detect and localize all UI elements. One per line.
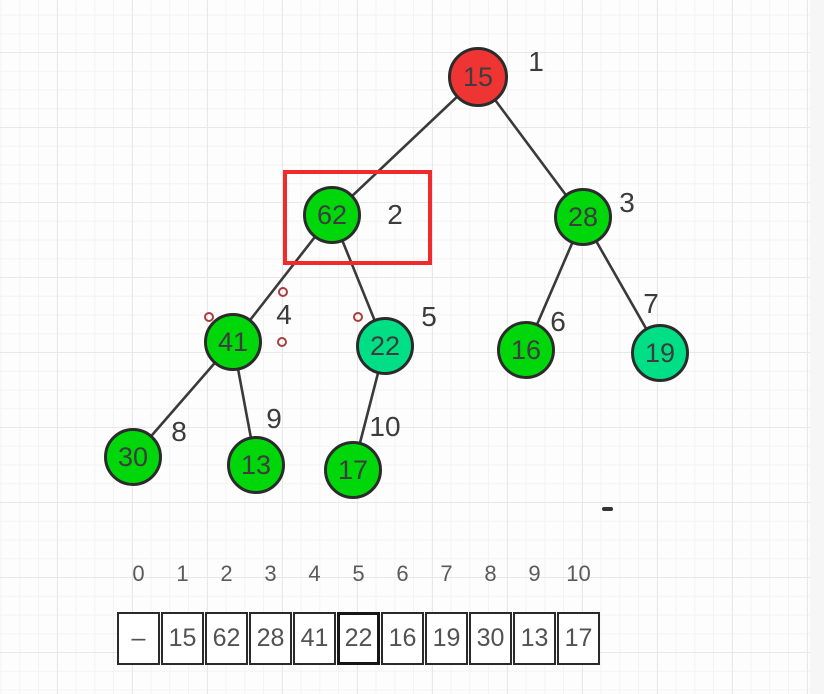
array-cell-2[interactable]: 62 xyxy=(205,612,248,665)
array-index-3: 3 xyxy=(264,561,277,586)
node-index-label-1: 1 xyxy=(528,46,544,77)
selection-handle-top[interactable] xyxy=(278,287,288,297)
tree-node-30[interactable]: 30 xyxy=(104,428,162,486)
tree-node-19[interactable]: 19 xyxy=(631,324,689,382)
tree-node-62[interactable]: 62 xyxy=(303,186,361,244)
tree-node-15[interactable]: 15 xyxy=(448,47,508,107)
array-index-0: 0 xyxy=(132,561,145,586)
array-index-2: 2 xyxy=(220,561,233,586)
array-index-7: 7 xyxy=(440,561,453,586)
array-cell-9[interactable]: 13 xyxy=(513,612,556,665)
array-index-9: 9 xyxy=(528,561,541,586)
selection-handle-right[interactable] xyxy=(353,312,363,322)
array-cell-0[interactable]: – xyxy=(117,612,160,665)
node-index-label-8: 8 xyxy=(171,416,187,447)
node-index-label-6: 6 xyxy=(550,306,566,337)
array-index-row: 0 1 2 3 4 5 6 7 8 9 10 xyxy=(117,561,600,587)
node-index-label-7: 7 xyxy=(643,288,659,319)
tree-node-41[interactable]: 41 xyxy=(204,313,262,371)
node-index-label-3: 3 xyxy=(619,187,635,218)
heap-array: – 15 62 28 41 22 16 19 30 13 17 xyxy=(117,612,600,665)
array-cell-5-highlighted[interactable]: 22 xyxy=(337,612,380,665)
node-index-label-4: 4 xyxy=(276,299,292,330)
array-cell-3[interactable]: 28 xyxy=(249,612,292,665)
node-index-label-2: 2 xyxy=(387,199,403,230)
edge-15-62[interactable] xyxy=(330,75,480,217)
tree-node-17[interactable]: 17 xyxy=(324,441,382,499)
array-cell-4[interactable]: 41 xyxy=(293,612,336,665)
node-index-label-9: 9 xyxy=(266,403,282,434)
array-cell-7[interactable]: 19 xyxy=(425,612,468,665)
node-index-label-5: 5 xyxy=(421,301,437,332)
array-index-1: 1 xyxy=(176,561,189,586)
dash-stroke[interactable] xyxy=(602,507,613,511)
selection-rectangle-node-62[interactable] xyxy=(283,170,432,265)
array-cell-10[interactable]: 17 xyxy=(557,612,600,665)
tree-node-13[interactable]: 13 xyxy=(227,436,285,494)
node-index-label-10: 10 xyxy=(369,411,401,442)
canvas-right-gutter xyxy=(810,0,824,694)
array-index-10: 10 xyxy=(566,561,591,586)
array-cell-8[interactable]: 30 xyxy=(469,612,512,665)
array-index-5: 5 xyxy=(352,561,365,586)
array-index-6: 6 xyxy=(396,561,409,586)
array-index-8: 8 xyxy=(484,561,497,586)
array-index-4: 4 xyxy=(308,561,321,586)
tree-node-22[interactable]: 22 xyxy=(356,317,414,375)
selection-handle-left[interactable] xyxy=(204,312,214,322)
array-cell-1[interactable]: 15 xyxy=(161,612,204,665)
tree-node-16[interactable]: 16 xyxy=(497,321,555,379)
selection-handle-bottom[interactable] xyxy=(277,337,287,347)
tree-node-28[interactable]: 28 xyxy=(554,188,612,246)
array-cell-6[interactable]: 16 xyxy=(381,612,424,665)
